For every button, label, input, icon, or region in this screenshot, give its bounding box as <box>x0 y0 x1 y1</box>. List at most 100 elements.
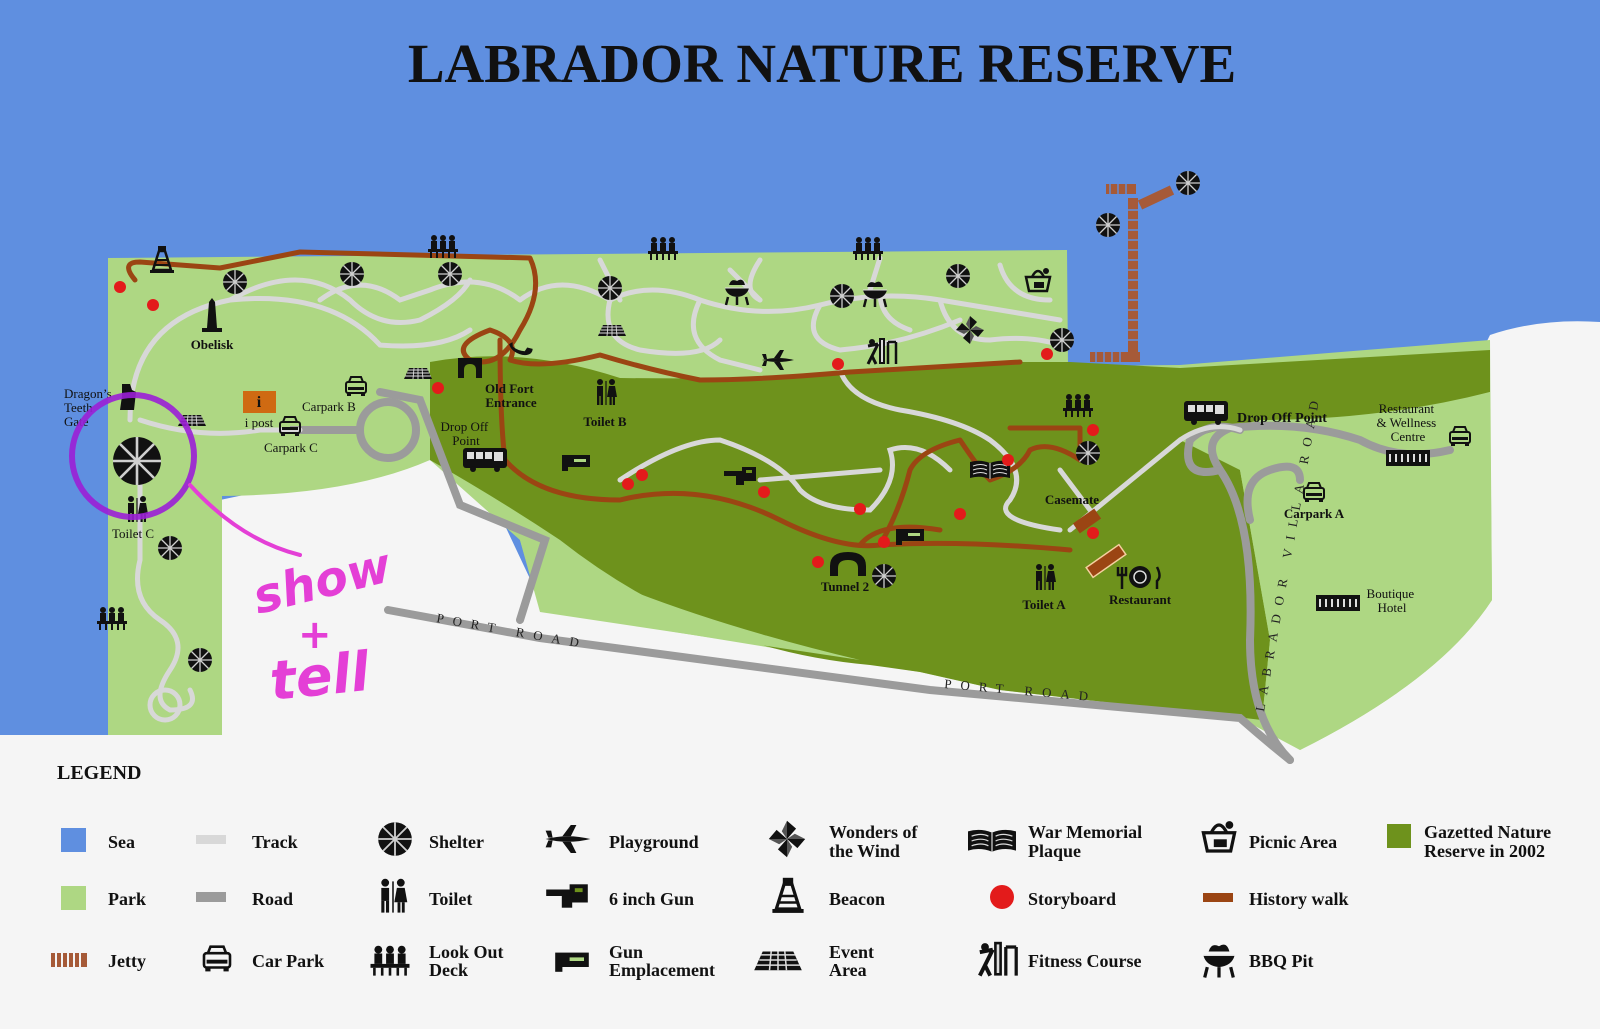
annotation-plus: + <box>298 612 332 658</box>
phone-icon <box>509 342 533 356</box>
label-drop-off-point-left: Drop Off Point <box>440 419 491 448</box>
shelter-icon <box>222 269 248 295</box>
shelter-icon <box>157 535 183 561</box>
label-carpark-b: Carpark B <box>302 399 356 414</box>
reserve-swatch <box>1387 824 1411 848</box>
legend-label-reserve: Gazetted Nature Reserve in 2002 <box>1424 822 1556 861</box>
label-obelisk: Obelisk <box>191 337 234 352</box>
legend-label-bbq: BBQ Pit <box>1249 951 1314 971</box>
label-tunnel-2: Tunnel 2 <box>821 579 869 594</box>
legend-label-wonders: Wonders of the Wind <box>829 822 922 861</box>
gate-icon <box>458 358 482 378</box>
storyboard-dot-icon <box>854 503 866 515</box>
shelter-icon <box>597 275 623 301</box>
shelter-icon <box>339 261 365 287</box>
track-loop-sw <box>147 687 183 723</box>
label-carpark-c: Carpark C <box>264 440 318 455</box>
label-casemate: Casemate <box>1045 492 1099 507</box>
legend-label-lookout: Look Out Deck <box>429 942 508 980</box>
roads <box>376 388 1454 764</box>
shelter-icon <box>1049 327 1075 353</box>
shelter-icon <box>1175 170 1201 196</box>
annotation-arrow-line <box>188 483 302 557</box>
legend-title: LEGEND <box>57 762 141 784</box>
legend-label-sea: Sea <box>108 832 135 852</box>
legend-label-gun-emplacement: Gun Emplacement <box>609 942 715 980</box>
shelter-icon <box>829 283 855 309</box>
map-title: LABRADOR NATURE RESERVE <box>408 33 1236 94</box>
storyboard-dot-icon <box>1087 424 1099 436</box>
shelter-icon <box>111 435 163 487</box>
shelter-icon <box>945 263 971 289</box>
storyboard-dot-icon <box>812 556 824 568</box>
legend-label-shelter: Shelter <box>429 832 484 852</box>
label-boutique-hotel: Boutique Hotel <box>1367 586 1418 615</box>
legend-label-playground: Playground <box>609 832 699 852</box>
shelter-icon <box>1095 212 1121 238</box>
legend-label-park: Park <box>108 889 146 909</box>
storyboard-dot-icon <box>432 382 444 394</box>
label-toilet-a: Toilet A <box>1022 597 1066 612</box>
annotation-tell: tell <box>267 640 374 713</box>
legend-label-car-park: Car Park <box>252 951 324 971</box>
casemate-icon <box>1072 508 1127 579</box>
legend-label-toilet: Toilet <box>429 889 472 909</box>
info-post-icon: i <box>243 391 276 413</box>
event-area-icon <box>403 367 433 380</box>
park-wedge <box>520 540 860 660</box>
legend-label-beacon: Beacon <box>829 889 885 909</box>
svg-text:i: i <box>257 394 262 411</box>
legend-label-gun: 6 inch Gun <box>609 889 694 909</box>
jetty-swatch <box>51 953 87 967</box>
storyboard-dot-icon <box>636 469 648 481</box>
land-white-inner <box>220 460 1300 740</box>
label-old-fort-entrance: Old Fort Entrance <box>485 381 537 410</box>
legend-label-jetty: Jetty <box>108 951 146 971</box>
legend-label-road: Road <box>252 889 293 909</box>
sea-swatch <box>61 828 86 852</box>
label-carpark-a: Carpark A <box>1284 506 1345 521</box>
label-toilet-c: Toilet C <box>112 526 154 541</box>
storyboard-dot-icon <box>758 486 770 498</box>
legend-label-storyboard: Storyboard <box>1028 889 1116 909</box>
event-area-icon <box>597 324 627 337</box>
hotel-icon <box>1385 449 1431 467</box>
label-drop-off-point-right: Drop Off Point <box>1237 411 1327 426</box>
storyboard-dot-icon <box>832 358 844 370</box>
road-swatch <box>196 892 226 902</box>
legend-label-picnic: Picnic Area <box>1249 832 1337 852</box>
storyboard-dot-icon <box>878 536 890 548</box>
legend-label-event-area: Event Area <box>829 942 879 980</box>
hotel-icon <box>1315 594 1361 612</box>
track-swatch <box>196 835 226 844</box>
history-walk-swatch <box>1203 893 1233 902</box>
restaurant-icon <box>1116 566 1161 589</box>
storyboard-dot-icon <box>622 478 634 490</box>
storyboard-dot-icon <box>1041 348 1053 360</box>
legend: LEGEND Sea Track Shelter Playground Wond… <box>51 762 1556 980</box>
storyboard-dot-icon <box>954 508 966 520</box>
shelter-icon <box>437 261 463 287</box>
label-toilet-b: Toilet B <box>583 414 627 429</box>
shelter-icon <box>1075 440 1101 466</box>
storyboard-dot-icon <box>1087 527 1099 539</box>
book-icon <box>967 829 1017 853</box>
shelter-icon <box>377 821 413 857</box>
legend-label-track: Track <box>252 832 298 852</box>
label-restaurant: Restaurant <box>1109 592 1172 607</box>
storyboard-dot-icon <box>114 281 126 293</box>
label-restaurant-wellness: Restaurant & Wellness Centre <box>1377 401 1440 444</box>
shelter-icon <box>187 647 213 673</box>
storyboard-dot-icon <box>147 299 159 311</box>
legend-label-war-memorial: War Memorial Plaque <box>1028 822 1147 861</box>
annotation-circle <box>69 392 197 520</box>
mainland-white <box>0 735 1600 1029</box>
storyboard-dot-icon <box>990 885 1014 909</box>
storyboard-dot-icon <box>1002 454 1014 466</box>
storyboards <box>114 281 1099 568</box>
shelter-icon <box>871 563 897 589</box>
legend-label-history-walk: History walk <box>1249 889 1349 909</box>
event-area-icon <box>753 950 803 971</box>
legend-label-fitness: Fitness Course <box>1028 951 1142 971</box>
